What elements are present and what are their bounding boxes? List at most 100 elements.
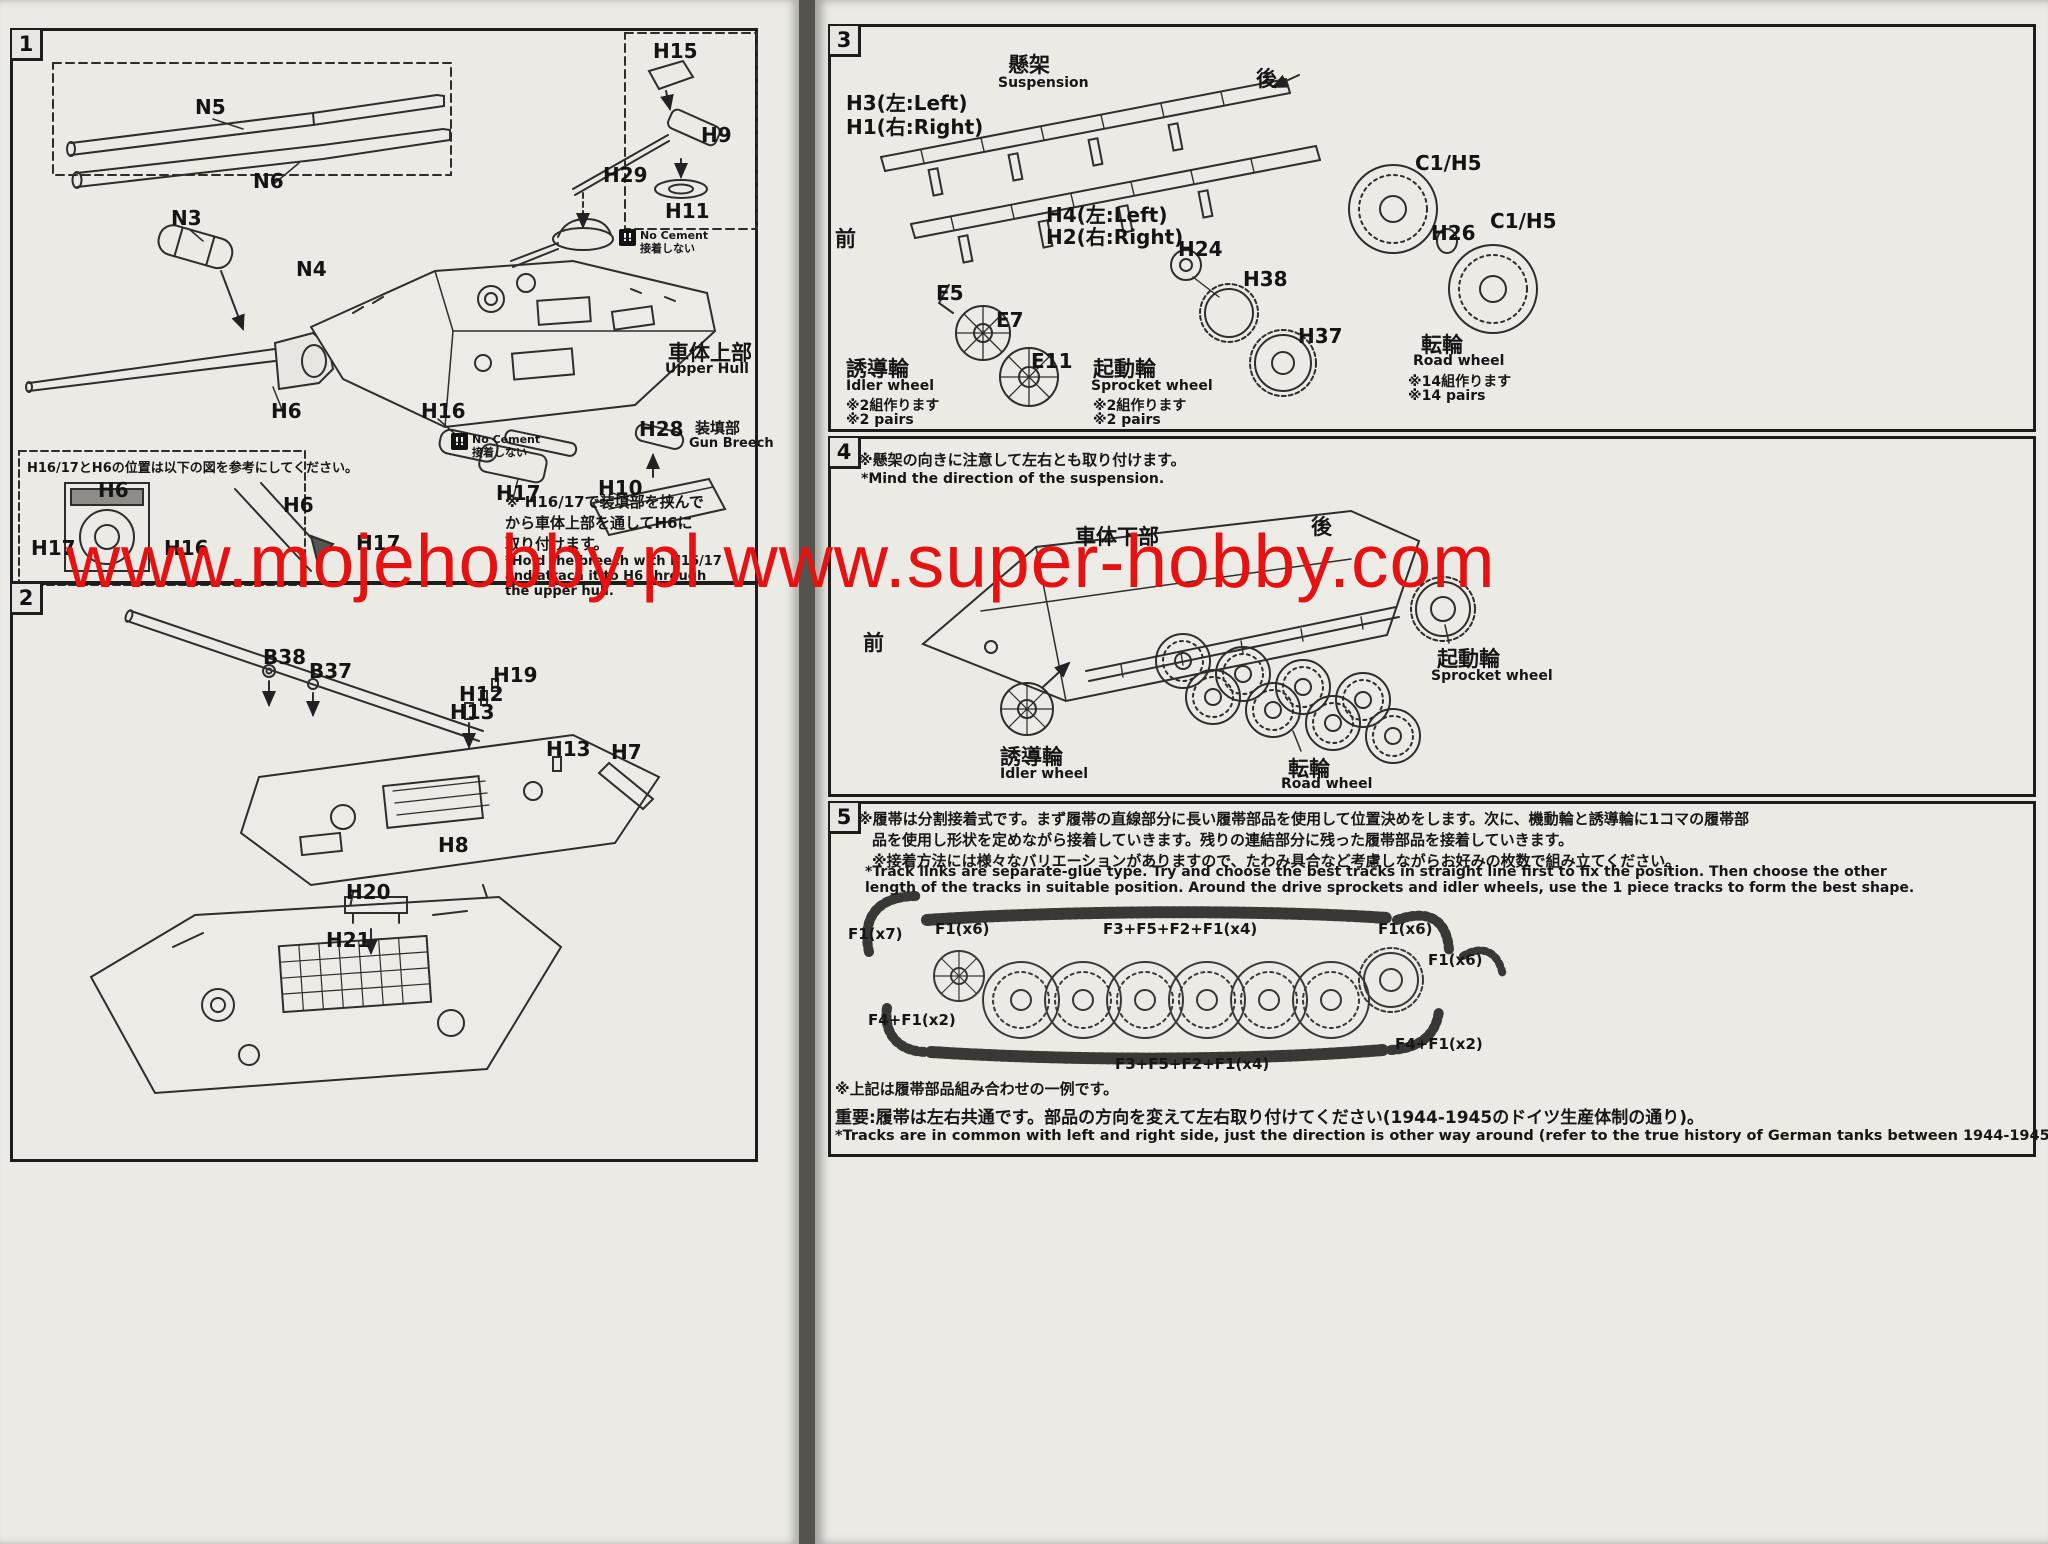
inset-dashed-box <box>18 450 306 586</box>
part-label-inset-h6b: H6 <box>283 493 314 517</box>
lower-hull-drawing <box>89 895 563 1095</box>
sprocket-note-en: ※2 pairs <box>1093 412 1161 428</box>
part-label-h3: H3(左:Left) <box>846 91 968 115</box>
sprocket-wheel-drawing <box>1358 947 1424 1013</box>
step-3-number: 3 <box>830 26 861 57</box>
h28-cylinder <box>634 423 685 450</box>
part-label-h17: H17 <box>496 481 541 505</box>
breech-drawing <box>438 428 578 484</box>
muzzle-part-n3-n4 <box>157 224 234 270</box>
suspension-label-en: Suspension <box>998 75 1089 91</box>
step4-note-jp: ※懸架の向きに注意して左右とも取り付けます。 <box>858 451 1186 469</box>
step4-note-en: *Mind the direction of the suspension. <box>861 471 1165 487</box>
rear-deck-drawing <box>239 733 661 887</box>
step-3-box: 3 <box>828 24 2036 432</box>
no-cement-icon: !! <box>619 229 636 246</box>
track-arc-top-right <box>1392 910 1454 955</box>
part-label-b37: B37 <box>309 659 353 683</box>
step-2-box: 2 <box>10 582 758 1162</box>
sprocket-note-jp: ※2組作ります <box>1093 398 1187 414</box>
barrel-n5-drawing <box>66 94 445 157</box>
front-label: 前 <box>863 631 884 655</box>
idler-wheel-drawing <box>1000 661 1071 736</box>
breech-note-jp-3: 取り付けます。 <box>505 535 609 553</box>
idler-note-jp: ※2組作ります <box>846 398 940 414</box>
track-label-f1x6-a: F1(x6) <box>935 920 990 938</box>
breech-note-jp-1: ※ H16/17で装填部を挟んで <box>505 493 704 511</box>
sprocket-label-en: Sprocket wheel <box>1431 668 1553 684</box>
step-1-number: 1 <box>12 30 43 61</box>
road-wheel-note-en: ※14 pairs <box>1408 388 1486 404</box>
sprocket-label-en: Sprocket wheel <box>1091 378 1213 394</box>
track-label-combo-top: F3+F5+F2+F1(x4) <box>1103 920 1258 938</box>
track-instructions-jp: ※履帯は分割接着式です。まず履帯の直線部分に長い履帯部品を使用して位置決めをしま… <box>858 808 1749 871</box>
deck-pegs <box>462 678 499 749</box>
idler-note-en: ※2 pairs <box>846 412 914 428</box>
part-label-h26: H26 <box>1431 221 1476 245</box>
road-wheel-label-en: Road wheel <box>1413 353 1505 369</box>
idler-label-jp: 誘導輪 <box>846 357 909 381</box>
inset-title: H16/17とH6の位置は以下の図を参考にしてください。 <box>27 461 358 476</box>
breech-note-en-3: the upper hull. <box>505 584 614 599</box>
track-label-f4f1-b: F4+F1(x2) <box>1395 1035 1483 1053</box>
no-cement-icon: !! <box>451 433 468 450</box>
rear-label: 後 <box>1256 67 1277 91</box>
part-label-h12: H12 <box>459 682 504 706</box>
part-label-inset-h17b: H17 <box>356 531 401 555</box>
part-label-inset-h17a: H17 <box>31 536 76 560</box>
step2-diagram <box>89 609 661 1095</box>
inset-front-view <box>64 482 150 572</box>
step-5-number: 5 <box>830 803 861 834</box>
track-example-note: ※上記は履帯部品組み合わせの一例です。 <box>835 1080 1119 1098</box>
step4-diagram <box>921 509 1476 764</box>
track-label-f1x6-b: F1(x6) <box>1378 920 1433 938</box>
part-label-h4: H4(左:Left) <box>1046 203 1168 227</box>
mg-dashed-box <box>624 32 758 230</box>
part-label-e7: E7 <box>996 308 1024 332</box>
breech-note-en-2: and attach it to H6 through <box>505 569 707 584</box>
part-label-n4: N4 <box>296 257 327 281</box>
idler-label-jp: 誘導輪 <box>1000 745 1063 769</box>
part-label-h6: H6 <box>271 399 302 423</box>
part-label-h11: H11 <box>665 199 710 223</box>
parts-dashed-box <box>52 62 452 176</box>
track-note-jp-1: ※履帯は分割接着式です。まず履帯の直線部分に長い履帯部品を使用して位置決めをしま… <box>858 810 1750 828</box>
part-label-h20: H20 <box>346 880 391 904</box>
part-label-n5: N5 <box>195 95 226 119</box>
step5-diagram <box>862 891 1507 1065</box>
part-label-h15: H15 <box>653 39 698 63</box>
part-label-h9: H9 <box>701 123 732 147</box>
track-note-jp-3: ※接着方法には様々なバリエーションがありますので、たわみ具合など考慮しながらお好… <box>872 852 1681 870</box>
track-run-bottom <box>925 1044 1389 1065</box>
road-wheel-drawing <box>1348 164 1538 334</box>
no-cement-en: No Cement <box>640 229 709 242</box>
main-gun-drawing <box>25 331 335 393</box>
part-label-h10: H10 <box>598 476 643 500</box>
mg-assembly-drawing <box>572 59 721 199</box>
step1-diagram <box>18 32 758 586</box>
step3-diagram <box>880 74 1538 407</box>
no-cement-warning-2: !! No Cement 接着しない <box>451 433 540 459</box>
track-arc-bottom-left <box>881 1003 932 1057</box>
road-wheels-drawing <box>982 961 1370 1039</box>
part-label-e5: E5 <box>936 281 964 305</box>
road-wheel-label-en: Road wheel <box>1281 776 1373 792</box>
part-label-h7: H7 <box>611 740 642 764</box>
sprocket-wheel-drawing <box>1170 249 1317 397</box>
no-cement-warning: !! No Cement 接着しない <box>619 229 708 255</box>
track-instructions-en: *Track links are separate-glue type. Try… <box>865 864 1914 896</box>
part-label-h24: H24 <box>1178 237 1223 261</box>
track-label-f1x7: F1(x7) <box>848 925 903 943</box>
road-wheel-label-jp: 転輪 <box>1421 333 1463 357</box>
gun-barrel-drawing <box>124 609 484 742</box>
part-label-h16: H16 <box>421 399 466 423</box>
upper-hull-label-en: Upper Hull <box>665 361 749 377</box>
track-arc-bottom-right <box>1386 1005 1444 1055</box>
track-note-en-2: length of the tracks in suitable positio… <box>865 880 1915 896</box>
part-label-h38: H38 <box>1243 267 1288 291</box>
track-run-top <box>921 906 1393 926</box>
step-2-number: 2 <box>12 584 43 615</box>
lower-hull-label-jp: 車体下部 <box>1075 525 1159 549</box>
part-label-h29: H29 <box>603 163 648 187</box>
idler-label-en: Idler wheel <box>846 378 934 394</box>
